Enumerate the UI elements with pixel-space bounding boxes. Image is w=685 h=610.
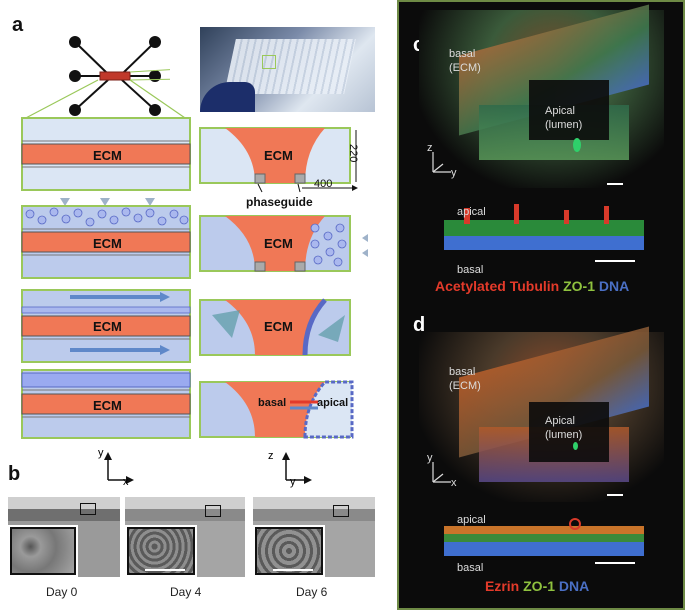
- ecm-label-2: ECM: [93, 236, 122, 251]
- axis-a-x: x: [123, 476, 129, 488]
- sem-day6: [253, 497, 375, 577]
- d-scale-bar: [607, 494, 623, 496]
- c-axes-icon: [432, 152, 451, 173]
- ecm-label-4: ECM: [93, 398, 122, 413]
- basal-label: basal: [258, 397, 287, 409]
- c-scale-bar: [607, 183, 623, 185]
- d-lumen-label: (lumen): [545, 429, 583, 441]
- c-stain-2: ZO-1: [563, 278, 595, 294]
- d-apical-label: Apical: [545, 415, 575, 427]
- ecm-label-cross-2: ECM: [264, 236, 293, 251]
- axis-a-y: y: [98, 447, 104, 459]
- d-axes-icon: [432, 462, 451, 483]
- d-sub-apical: apical: [457, 514, 486, 526]
- schematic-diagram: [21, 117, 368, 439]
- axis-a-y2: y: [290, 476, 296, 488]
- schematic-row-3: [21, 289, 351, 363]
- chip-diagram-icon: [69, 36, 170, 116]
- day-4-label: Day 4: [170, 585, 202, 599]
- sem-day4: [125, 497, 245, 577]
- day-0-label: Day 0: [46, 585, 78, 599]
- c-basal-label: basal: [449, 48, 476, 60]
- schematic-row-2: [21, 205, 368, 279]
- axis-a-z: z: [268, 450, 274, 462]
- ecm-label-cross-1: ECM: [264, 148, 293, 163]
- d-stain-3: DNA: [558, 578, 590, 594]
- ecm-label-1: ECM: [93, 148, 122, 163]
- d-axis-y: y: [427, 452, 433, 464]
- d-sub-basal: basal: [457, 562, 484, 574]
- d-basal-label: basal: [449, 366, 476, 378]
- day-6-label: Day 6: [296, 585, 328, 599]
- sem-day0: [8, 497, 120, 577]
- d-stain-2: ZO-1: [523, 578, 556, 594]
- schematic-row-4: [21, 369, 354, 439]
- axes-xy-icon: [104, 452, 134, 484]
- schematic-row-1: [21, 117, 358, 193]
- d-ecm-label: (ECM): [449, 380, 481, 392]
- panel-letter-a: a: [12, 14, 24, 36]
- d-section-scale-bar: [595, 562, 635, 564]
- c-sub-apical: apical: [457, 206, 486, 218]
- c-sub-basal: basal: [457, 264, 484, 276]
- c-axis-y: y: [451, 167, 457, 179]
- ecm-label-cross-3: ECM: [264, 319, 293, 334]
- axes-zy-icon: [282, 452, 312, 484]
- c-lumen-label: (lumen): [545, 119, 583, 131]
- c-ecm-label: (ECM): [449, 62, 481, 74]
- panel-d-section-image: [444, 512, 644, 568]
- c-section-scale-bar: [595, 260, 635, 262]
- c-stain-1: Acetylated Tubulin: [435, 278, 560, 294]
- ecm-label-3: ECM: [93, 319, 122, 334]
- panel-letter-b: b: [8, 463, 21, 485]
- panel-letter-c: c: [413, 34, 424, 57]
- d-stain-1: Ezrin: [485, 578, 520, 594]
- panel-c-section-image: [444, 202, 644, 262]
- c-apical-label: Apical: [545, 105, 575, 117]
- c-stain-3: DNA: [598, 278, 630, 294]
- panel-d-3d-image: [419, 326, 664, 502]
- d-axis-x: x: [451, 477, 457, 489]
- panel-c-3d-image: [419, 4, 664, 188]
- phaseguide-label: phaseguide: [246, 195, 313, 209]
- plate-photo: [200, 27, 375, 112]
- zoom-lines: [21, 79, 189, 121]
- dim-width-label: 400: [314, 178, 333, 190]
- fluorescence-panel: c basal (ECM) Apical (lumen) z y apical …: [397, 0, 685, 610]
- c-axis-z: z: [427, 142, 433, 154]
- dim-height-label: 220: [347, 144, 359, 163]
- panel-letter-d: d: [413, 314, 426, 336]
- apical-label: apical: [317, 397, 349, 409]
